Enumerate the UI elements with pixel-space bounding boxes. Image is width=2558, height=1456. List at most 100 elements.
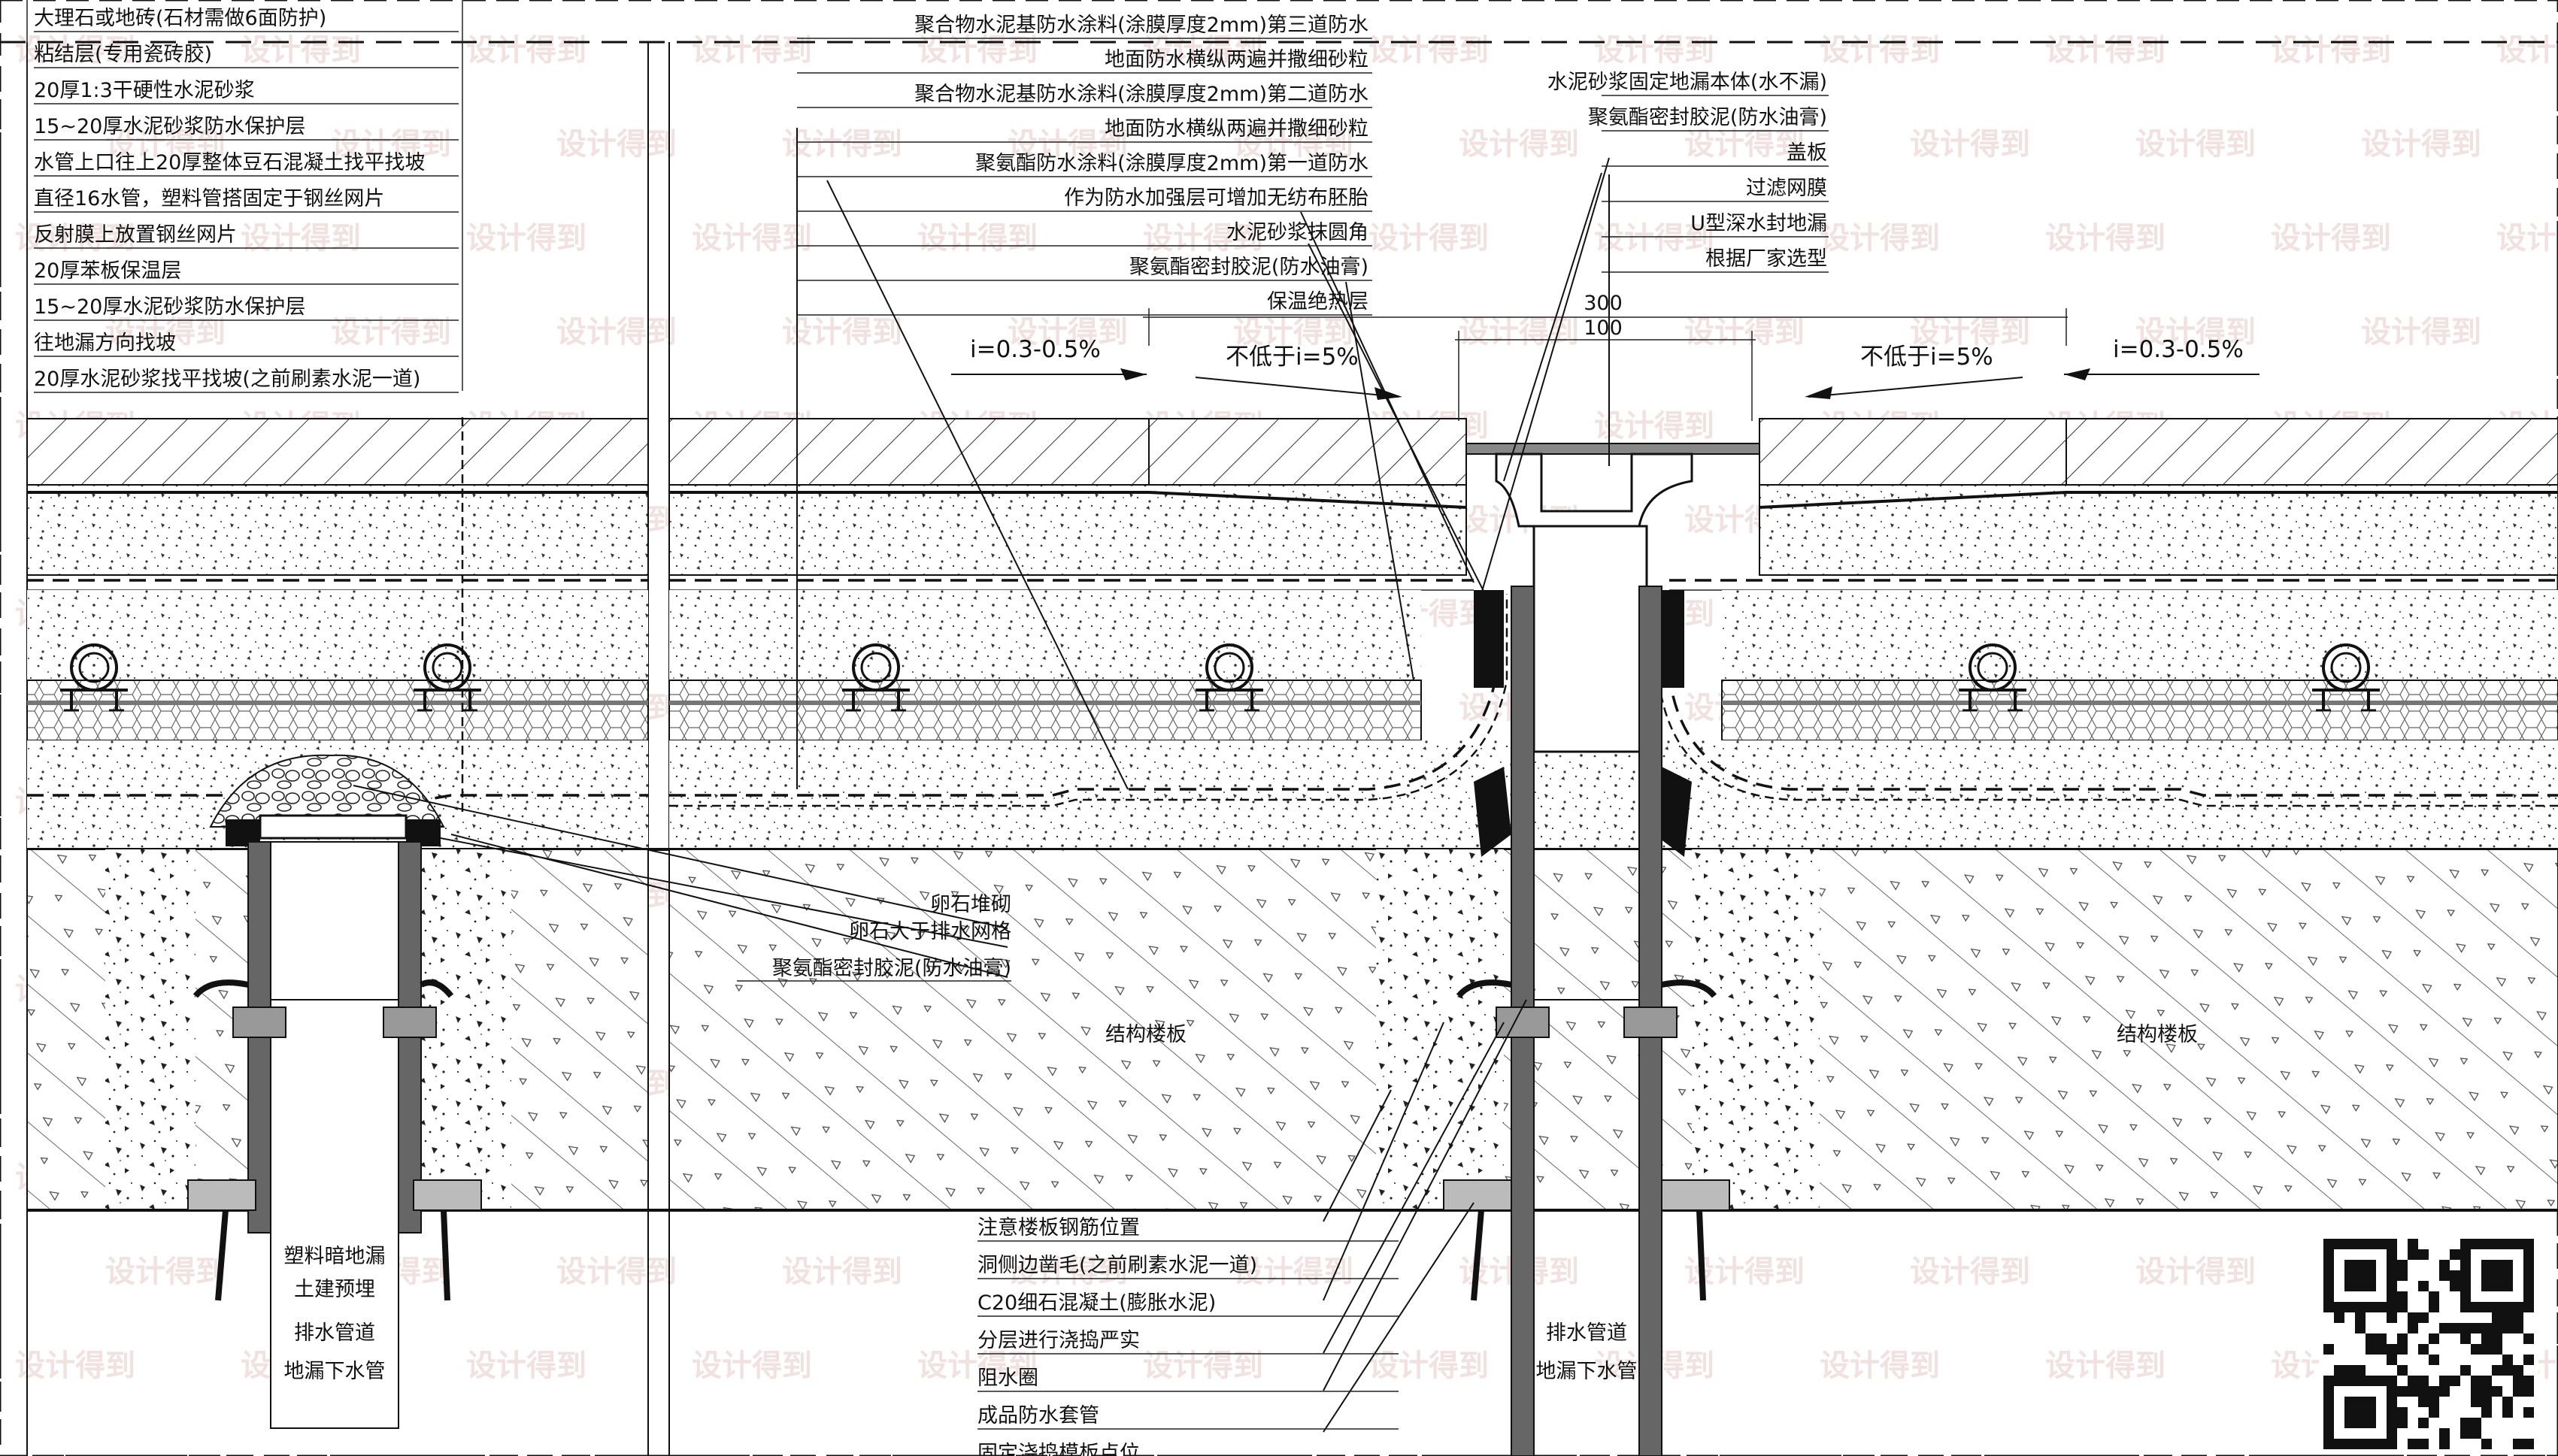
watermark-text: 设计得到 — [1233, 315, 1353, 350]
watermark-text: 设计得到 — [466, 221, 586, 256]
watermark-text: 设计得到 — [15, 1349, 135, 1383]
watermark-text: 设计得到 — [1233, 1255, 1353, 1289]
watermark-text: 设计得到 — [15, 221, 135, 256]
watermark-text: 设计得到 — [105, 1255, 226, 1289]
insulation-layer — [26, 680, 2558, 741]
watermark-text: 设计得到 — [105, 127, 226, 162]
watermark-text: 设计得到 — [782, 315, 902, 350]
labels-left-2: 20厚1:3干硬性水泥砂浆 — [34, 79, 255, 102]
watermark-text: 设计得到 — [241, 221, 361, 256]
qr-code — [2319, 1234, 2538, 1454]
watermark-text: 设计得到 — [331, 127, 451, 162]
left-pipe-label-3: 排水管道 — [294, 1321, 375, 1345]
watermark-text: 设计得到 — [1008, 315, 1128, 350]
watermark-text: 设计得到 — [2135, 127, 2256, 162]
tile-layer — [26, 418, 2558, 486]
watermark-text: 设计得到 — [1368, 221, 1489, 256]
labels-right-4: U型深水封地漏 — [1690, 212, 1827, 235]
labels-center-4: 聚氨酯防水涂料(涂膜厚度2mm)第一道防水 — [975, 152, 1368, 175]
watermark-text: 设计得到 — [782, 1255, 902, 1289]
watermark-text: 设计得到 — [1143, 221, 1263, 256]
labels-bottom-2: C20细石混凝土(膨胀水泥) — [977, 1291, 1216, 1315]
watermark-text: 设计得到 — [2045, 1349, 2166, 1383]
left-plastic-floor-drain — [187, 754, 482, 1429]
watermark-text: 设计得到 — [1008, 1255, 1128, 1289]
watermark-text: 设计得到 — [1594, 221, 1714, 256]
labels-center-0: 聚合物水泥基防水涂料(涂膜厚度2mm)第三道防水 — [914, 14, 1368, 37]
watermark-text: 设计得到 — [692, 221, 812, 256]
watermark-text: 设计得到 — [1594, 33, 1714, 68]
labels-bottom-6: 固定浇捣模板点位 — [977, 1442, 1140, 1456]
right-pipe-label-2: 地漏下水管 — [1536, 1360, 1638, 1383]
labels-left-3: 15~20厚水泥砂浆防水保护层 — [34, 115, 305, 138]
labels-left-5: 直径16水管，塑料管搭固定于钢丝网片 — [34, 187, 384, 210]
center-label-stack: 聚合物水泥基防水涂料(涂膜厚度2mm)第三道防水地面防水横纵两遍并撒细砂粒聚合物… — [797, 14, 1372, 316]
labels-center-5: 作为防水加强层可增加无纺布胚胎 — [1064, 186, 1368, 210]
labels-left-6: 反射膜上放置钢丝网片 — [34, 223, 237, 247]
watermark-text: 设计得到 — [2496, 33, 2558, 68]
pipe-labels: 塑料暗地漏 土建预埋 排水管道 地漏下水管 排水管道 地漏下水管 — [284, 1245, 1638, 1383]
right-u-type-floor-drain — [1443, 443, 1760, 1456]
watermark-text: 设计得到 — [1368, 33, 1489, 68]
watermark-text: 设计得到 — [692, 1349, 812, 1383]
watermark-text: 设计得到 — [1910, 127, 2030, 162]
screed-layer — [27, 590, 2558, 680]
dimension-100: 100 — [1584, 316, 1623, 340]
labels-right-1: 聚氨酯密封胶泥(防水油膏) — [1588, 106, 1827, 129]
dimension-300: 300 — [1584, 292, 1623, 315]
watermark-text: 设计得到 — [1910, 1255, 2030, 1289]
left-label-stack: 大理石或地砖(石材需做6面防护)粘结层(专用瓷砖胶)20厚1:3干硬性水泥砂浆1… — [26, 0, 463, 393]
watermark-text: 设计得到 — [1820, 1349, 1940, 1383]
watermark-text: 设计得到 — [556, 127, 677, 162]
watermark-text: 设计得到 — [2045, 221, 2166, 256]
labels-bottom-3: 分层进行浇捣严实 — [977, 1329, 1140, 1352]
labels-center-1: 地面防水横纵两遍并撒细砂粒 — [1105, 48, 1368, 71]
mortar-layer — [26, 484, 2558, 576]
labels-bottom-5: 成品防水套管 — [977, 1404, 1099, 1427]
labels-left-4: 水管上口往上20厚整体豆石混凝土找平找坡 — [34, 151, 425, 174]
right-pipe-label-1: 排水管道 — [1546, 1321, 1627, 1345]
watermark-text: 设计得到 — [2045, 33, 2166, 68]
membrane-line-upper — [27, 579, 2558, 591]
left-pipe-label-4: 地漏下水管 — [284, 1360, 386, 1383]
labels-right-2: 盖板 — [1787, 141, 1827, 165]
slab-label-right: 结构楼板 — [2117, 1023, 2198, 1046]
labels-left-1: 粘结层(专用瓷砖胶) — [34, 43, 212, 66]
labels-center-6: 水泥砂浆抹圆角 — [1226, 221, 1368, 244]
labels-center-8: 保温绝热层 — [1267, 290, 1368, 313]
labels-bottom-0: 注意楼板钢筋位置 — [977, 1216, 1140, 1240]
watermark-text: 设计得到 — [2135, 1255, 2256, 1289]
watermark-text: 设计得到 — [1910, 315, 2030, 350]
labels-bottom-1: 洞侧边凿毛(之前刷素水泥一道) — [977, 1254, 1257, 1277]
slope-annotations: i=0.3-0.5% 不低于i=5% 不低于i=5% i=0.3-0.5% — [951, 336, 2259, 400]
pebble-size-label: 卵石大于排水网格 — [849, 920, 1011, 943]
watermark-text: 设计得到 — [1459, 315, 1579, 350]
watermark-text: 设计得到 — [2496, 221, 2558, 256]
watermark-text: 设计得到 — [1459, 127, 1579, 162]
labels-left-8: 15~20厚水泥砂浆防水保护层 — [34, 295, 305, 319]
watermark-text: 设计得到 — [2361, 315, 2481, 350]
watermark-text: 设计得到 — [466, 1349, 586, 1383]
watermark-text: 设计得到 — [1233, 127, 1353, 162]
watermark-text: 设计得到 — [917, 221, 1038, 256]
pebble-pile-label: 卵石堆砌 — [930, 893, 1011, 916]
slope-right-inner: 不低于i=5% — [1860, 344, 1993, 371]
dimension-lines: 300 100 — [1143, 292, 2068, 421]
watermark-text: 设计得到 — [2361, 127, 2481, 162]
labels-center-3: 地面防水横纵两遍并撒细砂粒 — [1105, 117, 1368, 141]
watermark-text: 设计得到 — [466, 33, 586, 68]
mid-labels: 卵石堆砌 卵石大于排水网格 聚氨酯密封胶泥(防水油膏) 结构楼板 结构楼板 — [737, 893, 2198, 1046]
watermark-text: 设计得到 — [1684, 315, 1805, 350]
watermark-text: 设计得到 — [556, 315, 677, 350]
watermark-text: 设计得到 — [1820, 221, 1940, 256]
watermark-text: 设计得到 — [1594, 409, 1714, 443]
slab-label-left: 结构楼板 — [1105, 1023, 1187, 1046]
watermark-text: 设计得到 — [1684, 127, 1805, 162]
right-label-stack: 水泥砂浆固定地漏本体(水不漏)聚氨酯密封胶泥(防水油膏)盖板过滤网膜U型深水封地… — [1547, 71, 1829, 273]
left-pipe-label-2: 土建预埋 — [294, 1278, 375, 1301]
structural-slab — [26, 849, 2558, 1212]
labels-right-0: 水泥砂浆固定地漏本体(水不漏) — [1547, 71, 1827, 94]
leader-lines — [353, 128, 1610, 1433]
labels-left-9: 往地漏方向找坡 — [34, 331, 176, 355]
